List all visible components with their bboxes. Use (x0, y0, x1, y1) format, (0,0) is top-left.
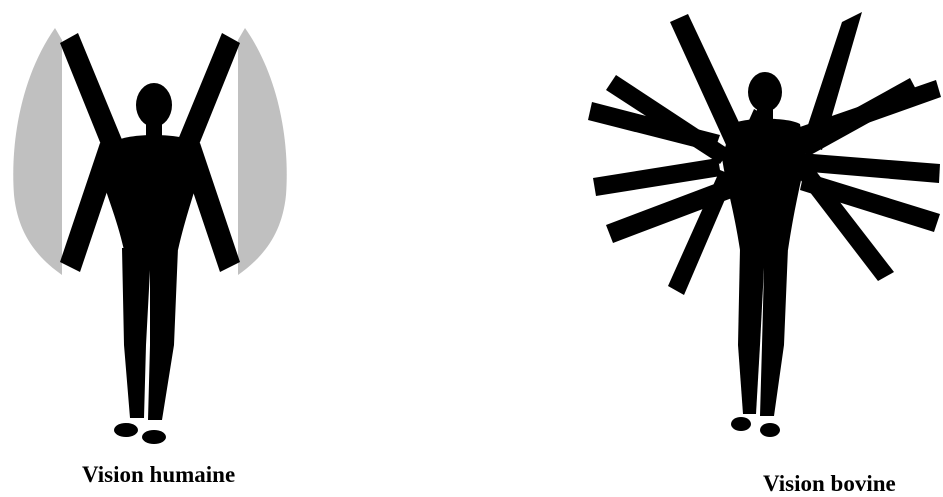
human-vision-caption: Vision humaine (82, 463, 235, 486)
bovine-vision-caption: Vision bovine (763, 472, 896, 495)
human-silhouette-icon (60, 33, 240, 444)
left-field-of-view (13, 28, 62, 275)
human-vision-diagram (0, 0, 470, 450)
human-vision-figure: Vision humaine (0, 0, 470, 497)
human-silhouette-icon (588, 12, 941, 437)
ray (668, 170, 735, 295)
right-field-of-view (238, 28, 287, 275)
ray (796, 166, 894, 281)
bovine-vision-figure: Vision bovine (470, 0, 943, 497)
bovine-vision-diagram (470, 0, 943, 450)
